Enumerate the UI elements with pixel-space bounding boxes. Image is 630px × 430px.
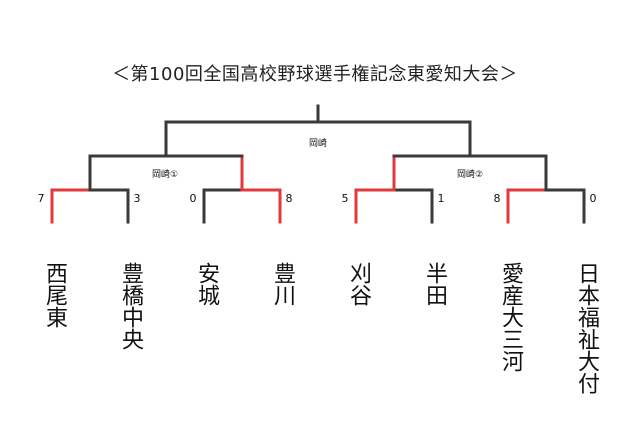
team-handa: 半田 (422, 262, 447, 306)
score-team-6: 1 (437, 192, 445, 205)
score-team-4: 8 (285, 192, 293, 205)
team-nihon-fukushi-daifu: 日本福祉大付 (574, 262, 599, 394)
team-toyokawa: 豊川 (270, 262, 295, 306)
venue-final: 岡崎 (308, 139, 327, 149)
score-team-7: 8 (493, 192, 501, 205)
score-team-5: 5 (341, 192, 349, 205)
venue-left-semi: 岡崎① (151, 170, 179, 180)
team-kariya: 刈谷 (346, 262, 371, 306)
score-team-1: 7 (37, 192, 45, 205)
score-team-3: 0 (189, 192, 197, 205)
team-toyohashi-chuo: 豊橋中央 (118, 262, 143, 350)
team-anjo: 安城 (194, 262, 219, 306)
bracket-title: ＜第100回全国高校野球選手権記念東愛知大会＞ (112, 64, 518, 85)
team-aisandai-mikawa: 愛産大三河 (498, 262, 523, 372)
score-team-2: 3 (133, 192, 141, 205)
venue-right-semi: 岡崎② (456, 170, 484, 180)
bracket-lines (50, 104, 586, 224)
team-nishio-higashi: 西尾東 (42, 262, 67, 328)
score-team-8: 0 (589, 192, 597, 205)
